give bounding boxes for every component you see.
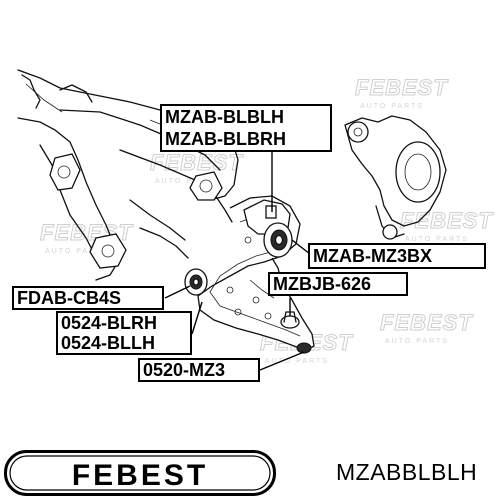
part-number-fdab-cb4s: FDAB-CB4S <box>17 288 122 308</box>
watermark-sub: AUTO PARTS <box>405 236 469 243</box>
label-fdab-cb4s: FDAB-CB4S <box>12 286 164 310</box>
watermark-sub: AUTO PARTS <box>360 103 424 110</box>
leader-lines <box>164 152 311 371</box>
watermark-brand: FEBEST <box>355 75 448 100</box>
watermark-brand: FEBEST <box>400 208 493 233</box>
watermark-sub: AUTO PARTS <box>155 178 219 185</box>
label-mzab-blblh-blbrh: MZAB-BLBLH MZAB-BLBRH <box>160 104 332 152</box>
subframe-drawing <box>17 69 239 281</box>
part-number-0524-blrh: 0524-BLRH <box>61 313 158 333</box>
part-number-0524-bllh: 0524-BLLH <box>61 333 156 353</box>
part-number-mzbjb-626: MZBJB-626 <box>273 274 372 294</box>
watermark-sub: AUTO PARTS <box>45 248 109 255</box>
watermark-brand: FEBEST <box>150 150 243 175</box>
part-number-mzab-mz3bx: MZAB-MZ3BX <box>313 246 432 266</box>
label-mzab-mz3bx: MZAB-MZ3BX <box>308 243 486 269</box>
part-number-0520-mz3: 0520-MZ3 <box>143 360 226 380</box>
label-0520-mz3: 0520-MZ3 <box>138 358 260 382</box>
steering-knuckle-drawing <box>344 115 447 240</box>
label-mzbjb-626: MZBJB-626 <box>268 272 408 296</box>
label-0524-blrh-bllh: 0524-BLRH 0524-BLLH <box>56 311 192 355</box>
control-arm-drawing <box>184 195 315 354</box>
febest-logo: FEBEST <box>4 450 276 496</box>
part-number-mzab-blbrh: MZAB-BLBRH <box>165 129 286 149</box>
logo-brand-text: FEBEST <box>72 459 208 492</box>
part-number-mzab-blblh: MZAB-BLBLH <box>165 107 284 127</box>
watermark-sub: AUTO PARTS <box>385 338 449 345</box>
watermark-brand: FEBEST <box>380 310 473 335</box>
watermark-sub: AUTO PARTS <box>265 358 329 365</box>
part-code: MZABBLBLH <box>336 459 478 485</box>
